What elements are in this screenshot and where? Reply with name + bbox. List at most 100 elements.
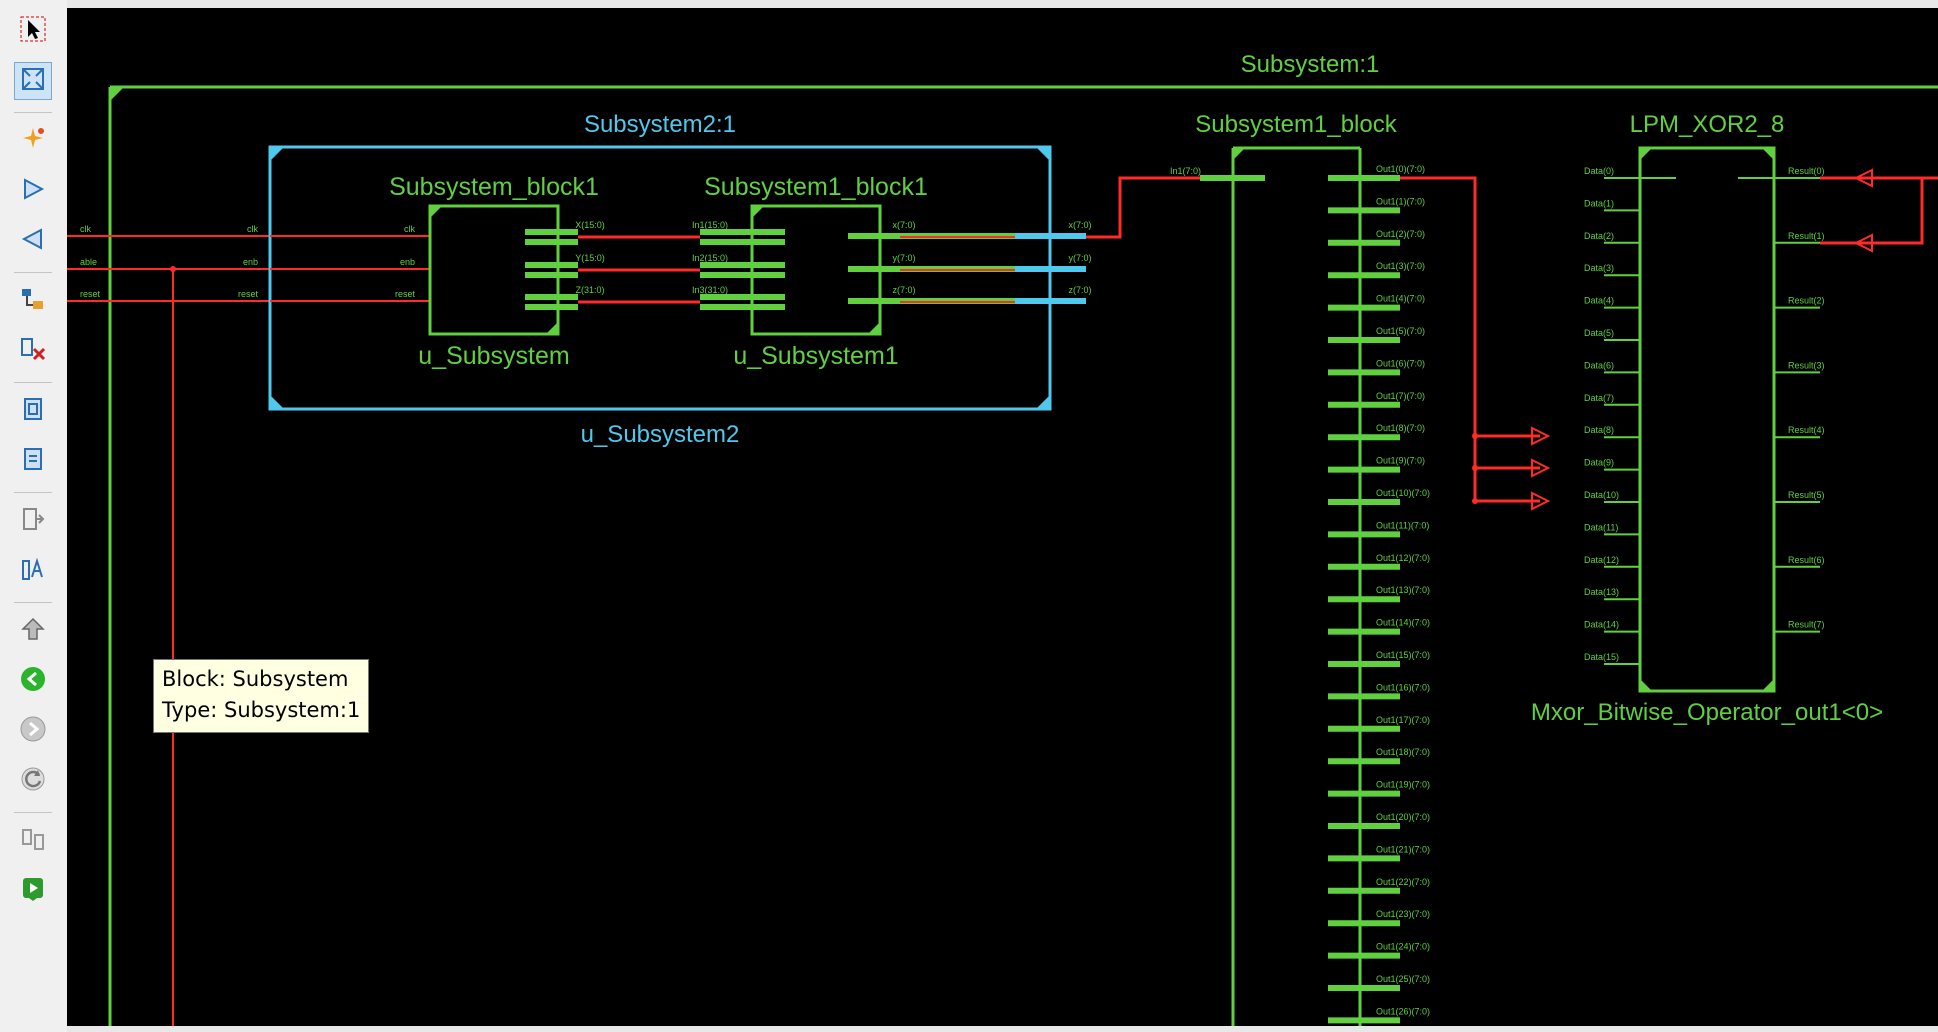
subsystem1-block-output-label: Out1(5)(7:0): [1376, 326, 1425, 336]
left-port-label: clk: [80, 224, 91, 234]
lpm-xor-output-label: Result(6): [1788, 555, 1825, 565]
lpm-xor-input-label: Data(8): [1584, 425, 1614, 435]
delete-block-icon: [19, 335, 47, 368]
subsystem1-block-output-label: Out1(11)(7:0): [1376, 520, 1429, 530]
run-button[interactable]: [14, 872, 52, 910]
select-tool-button[interactable]: [14, 12, 52, 50]
subsystem1-block-output-label: Out1(22)(7:0): [1376, 877, 1430, 887]
zoom-fit-button[interactable]: [14, 62, 52, 100]
lpm-xor-corner: [1762, 679, 1774, 691]
lpm-xor-input-label: Data(11): [1584, 522, 1618, 532]
subsystem2-box[interactable]: [268, 145, 1052, 411]
subsystem2-corner: [270, 147, 284, 161]
block-b-input-label: In3(31:0): [692, 285, 728, 295]
lpm-xor-input-label: Data(12): [1584, 555, 1619, 565]
lpm-xor-input-label: Data(0): [1584, 166, 1614, 176]
lpm-xor-input-label: Data(13): [1584, 587, 1619, 597]
wire-junction: [1472, 498, 1478, 504]
refresh-icon: [19, 765, 47, 798]
previous-button[interactable]: [14, 662, 52, 700]
lpm-xor-input-label: Data(4): [1584, 296, 1614, 306]
compare-button[interactable]: [14, 822, 52, 860]
gray-forward-icon: [19, 715, 47, 748]
block-b-instance: u_Subsystem1: [733, 342, 898, 370]
subsystem2-output-label: x(7:0): [1068, 220, 1091, 230]
lpm-xor-input-label: Data(7): [1584, 393, 1614, 403]
green-back-icon: [19, 665, 47, 698]
block-b-input-label: In1(15:0): [692, 220, 728, 230]
next-button[interactable]: [14, 712, 52, 750]
outer-frame-corner: [110, 87, 124, 101]
lpm-xor-output-label: Result(3): [1788, 360, 1825, 370]
ports-icon: [19, 445, 47, 478]
compare-icon: [19, 825, 47, 858]
subsystem2-input-label: clk: [247, 224, 258, 234]
zoom-fit-icon: [19, 65, 47, 98]
toolbar-separator: [14, 602, 52, 603]
toolbar-separator: [14, 272, 52, 273]
wire-junction: [170, 266, 176, 272]
block-view-button[interactable]: [14, 392, 52, 430]
subsystem2-corner: [1036, 147, 1050, 161]
subsystem1-block-title: Subsystem1_block: [1195, 111, 1397, 138]
lpm-xor-box[interactable]: [1638, 146, 1776, 693]
hierarchy-button[interactable]: [14, 282, 52, 320]
back-button[interactable]: [14, 222, 52, 260]
label-button[interactable]: [14, 552, 52, 590]
lpm-xor-output-label: Result(7): [1788, 620, 1825, 630]
ports-view-button[interactable]: [14, 442, 52, 480]
refresh-button[interactable]: [14, 762, 52, 800]
up-level-button[interactable]: [14, 612, 52, 650]
subsystem2-output-label: z(7:0): [1068, 285, 1091, 295]
lpm-xor-output-label: Result(5): [1788, 490, 1825, 500]
bottom-border: [67, 1026, 1938, 1032]
text-label-icon: [19, 555, 47, 588]
play-icon: [19, 875, 47, 908]
block-a-box[interactable]: [428, 204, 560, 336]
lpm-xor-corner: [1640, 148, 1652, 160]
toolbar-separator: [14, 382, 52, 383]
lpm-xor-input-label: Data(9): [1584, 458, 1614, 468]
subsystem1-block-output-label: Out1(16)(7:0): [1376, 682, 1430, 692]
out0-to-xor-wire: [1400, 176, 1540, 503]
wire-junction: [1472, 465, 1478, 471]
lpm-xor-output-label: Result(1): [1788, 231, 1825, 241]
toolbar-separator: [14, 492, 52, 493]
subsystem2-corner: [1036, 395, 1050, 409]
block-a-output-label: Z(31:0): [575, 285, 604, 295]
subsystem1-block-output-label: Out1(21)(7:0): [1376, 844, 1430, 854]
block-tooltip: Block: Subsystem Type: Subsystem:1: [153, 659, 370, 733]
outer-subsystem-title: Subsystem:1: [1241, 51, 1380, 78]
subsystem1-block-input-label: In1(7:0): [1170, 166, 1201, 176]
subsystem2-instance: u_Subsystem2: [581, 421, 740, 448]
xor-feedback-wire: [1860, 176, 1938, 245]
block-b-corner: [868, 322, 880, 334]
schematic-drawing[interactable]: Subsystem:1clkableresetSubsystem2:1u_Sub…: [67, 8, 1938, 1026]
lpm-xor-input-label: Data(5): [1584, 328, 1614, 338]
forward-button[interactable]: [14, 172, 52, 210]
remove-button[interactable]: [14, 332, 52, 370]
subsystem1-block-output-label: Out1(9)(7:0): [1376, 456, 1425, 466]
subsystem1-block-output-label: Out1(7)(7:0): [1376, 391, 1425, 401]
block-a-output-label: Y(15:0): [575, 253, 605, 263]
expand-button[interactable]: [14, 502, 52, 540]
hierarchy-icon: [19, 285, 47, 318]
subsystem1-block-output-label: Out1(24)(7:0): [1376, 942, 1430, 952]
sparkle-icon: [19, 125, 47, 158]
wire-arrow: [1531, 458, 1551, 478]
subsystem2-title: Subsystem2:1: [584, 111, 736, 138]
highlight-button[interactable]: [14, 122, 52, 160]
subsystem1-block-output-label: Out1(0)(7:0): [1376, 164, 1425, 174]
subsystem1-block-output-label: Out1(6)(7:0): [1376, 358, 1425, 368]
subsystem1-block-output-label: Out1(19)(7:0): [1376, 780, 1430, 790]
tooltip-block-line: Block: Subsystem: [162, 667, 349, 691]
subsystem1-block-output-label: Out1(18)(7:0): [1376, 747, 1430, 757]
block-b-output-label: z(7:0): [892, 285, 915, 295]
subsystem1-block-output-label: Out1(2)(7:0): [1376, 229, 1425, 239]
up-level-icon: [19, 615, 47, 648]
subsystem1-block-corner: [1233, 148, 1245, 160]
wire-arrow: [1853, 168, 1873, 188]
subsystem2-input-label: reset: [238, 289, 259, 299]
wire-junction: [1472, 433, 1478, 439]
